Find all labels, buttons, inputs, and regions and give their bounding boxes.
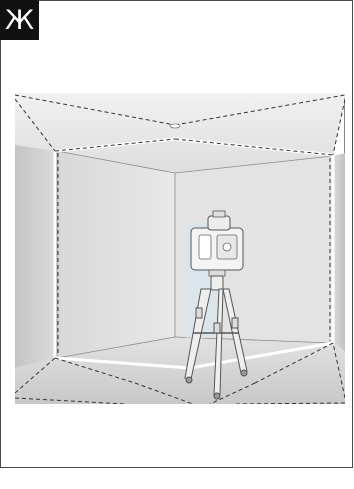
section-letter-badge: Ж [0, 0, 39, 40]
laser-cross-point [170, 124, 180, 128]
back-wall-left [57, 151, 175, 358]
left-wall [15, 145, 57, 368]
room-with-laser-level-on-tripod-icon [15, 93, 345, 404]
right-wall [333, 153, 345, 351]
room-laser-illustration [15, 93, 345, 404]
section-letter: Ж [5, 7, 34, 34]
